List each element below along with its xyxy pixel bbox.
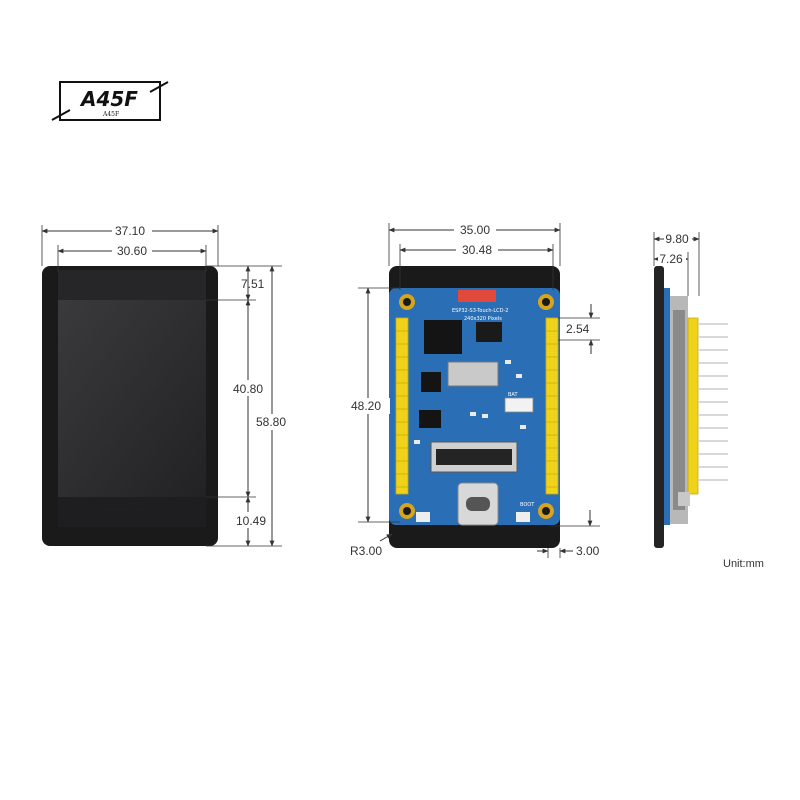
side-depth-inner-label: 7.26 (659, 252, 683, 266)
back-width-outer-label: 35.00 (460, 223, 490, 237)
front-width-outer-label: 37.10 (115, 224, 145, 238)
front-view: · · · · · · · · · · 37.10 30.60 7.51 40.… (41, 223, 292, 547)
side-usb (678, 492, 690, 506)
front-bottom-label: 10.49 (236, 514, 266, 528)
side-case (654, 266, 664, 548)
back-width-inner-label: 30.48 (462, 243, 492, 257)
right-header-pins (545, 317, 559, 495)
regulator-ic (421, 372, 441, 392)
front-bottom-strip (58, 497, 206, 527)
pcb-boot-label: BOOT (520, 502, 535, 508)
brand-logo: A45F A45F (51, 81, 169, 121)
reset-button (416, 512, 430, 522)
front-display-area (58, 300, 206, 497)
front-top-strip (58, 270, 206, 300)
boot-button (516, 512, 530, 522)
pcb-title: ESP32-S3-Touch-LCD-2 (452, 308, 508, 314)
side-header-pins (698, 323, 728, 481)
pcb-bat-label: BAT (508, 392, 518, 398)
back-view: ESP32-S3-Touch-LCD-2 240x320 Pixels BAT … (346, 222, 600, 558)
battery-connector (504, 397, 534, 413)
red-connector (458, 290, 496, 302)
front-width-inner-label: 30.60 (117, 244, 147, 258)
side-pcb (664, 288, 670, 525)
mounting-holes (399, 294, 554, 519)
logo-subtext: A45F (102, 111, 119, 118)
logo-text: A45F (79, 87, 138, 111)
edge-offset-label: 3.00 (576, 544, 600, 558)
pcb-subtitle: 240x320 Pixels (464, 316, 502, 322)
pin-pitch-label: 2.54 (566, 322, 590, 336)
left-header-pins (395, 317, 409, 495)
front-height-label: 58.80 (256, 415, 286, 429)
front-display-label: 40.80 (233, 382, 263, 396)
side-header (687, 317, 699, 495)
side-depth-outer-label: 9.80 (665, 232, 689, 246)
unit-label: Unit:mm (723, 558, 764, 570)
front-watermark: · · · · · · · · · · (100, 506, 142, 514)
front-top-label: 7.51 (241, 277, 265, 291)
sd-card-slot (447, 361, 499, 387)
power-ic (419, 410, 441, 428)
main-chip (424, 320, 462, 354)
side-view: 9.80 7.26 (653, 231, 728, 548)
back-height-label: 48.20 (351, 399, 381, 413)
small-chip (476, 322, 502, 342)
corner-radius-label: R3.00 (350, 544, 382, 558)
